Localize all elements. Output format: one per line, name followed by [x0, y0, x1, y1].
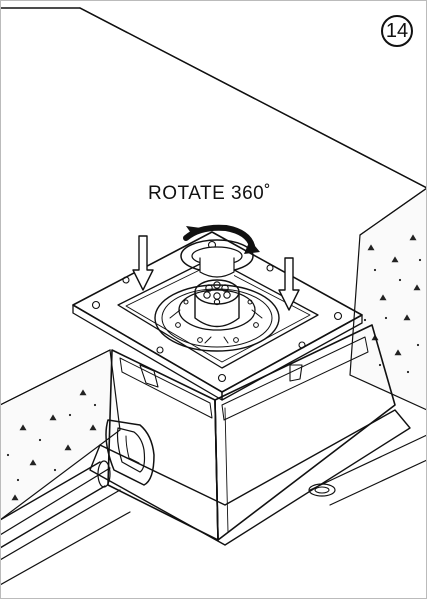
slab-top-surface — [0, 7, 427, 599]
rotation-arrow-icon — [183, 224, 260, 254]
step-number-badge: 14 — [381, 15, 413, 47]
slab-right-face — [349, 187, 427, 411]
rotate-ring-icon — [180, 239, 254, 278]
concrete-slab — [0, 7, 427, 599]
socket-pins — [203, 281, 231, 306]
concrete-texture — [6, 234, 422, 501]
mounting-slot — [308, 483, 336, 497]
press-down-arrow-left-icon — [132, 235, 154, 291]
junction-box-body — [105, 324, 396, 541]
rotate-instruction-caption: ROTATE 360˚ — [148, 183, 272, 204]
slab-top-edge — [79, 7, 427, 189]
floor-channel — [0, 434, 427, 586]
box-left-face — [107, 349, 219, 541]
conduit-pipe — [0, 460, 111, 549]
charging-socket — [154, 279, 280, 352]
junction-box-base — [89, 409, 411, 546]
side-latch — [105, 419, 155, 486]
press-down-arrow-right-icon — [278, 257, 300, 311]
step-number: 14 — [385, 19, 409, 42]
flange-screws — [91, 240, 343, 383]
